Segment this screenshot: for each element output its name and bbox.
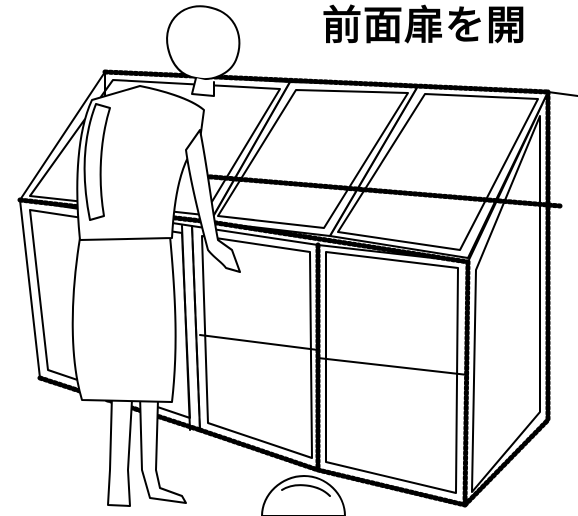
roof-panel-right — [329, 85, 549, 259]
front-panel-right — [317, 244, 469, 506]
caption-title: 前面扉を開 — [322, 3, 527, 49]
frame-clip-strips — [17, 69, 563, 508]
roof-panel-center — [209, 81, 419, 237]
person-standing — [71, 5, 241, 507]
right-side-wall — [464, 91, 549, 506]
person-crouching — [261, 475, 346, 516]
